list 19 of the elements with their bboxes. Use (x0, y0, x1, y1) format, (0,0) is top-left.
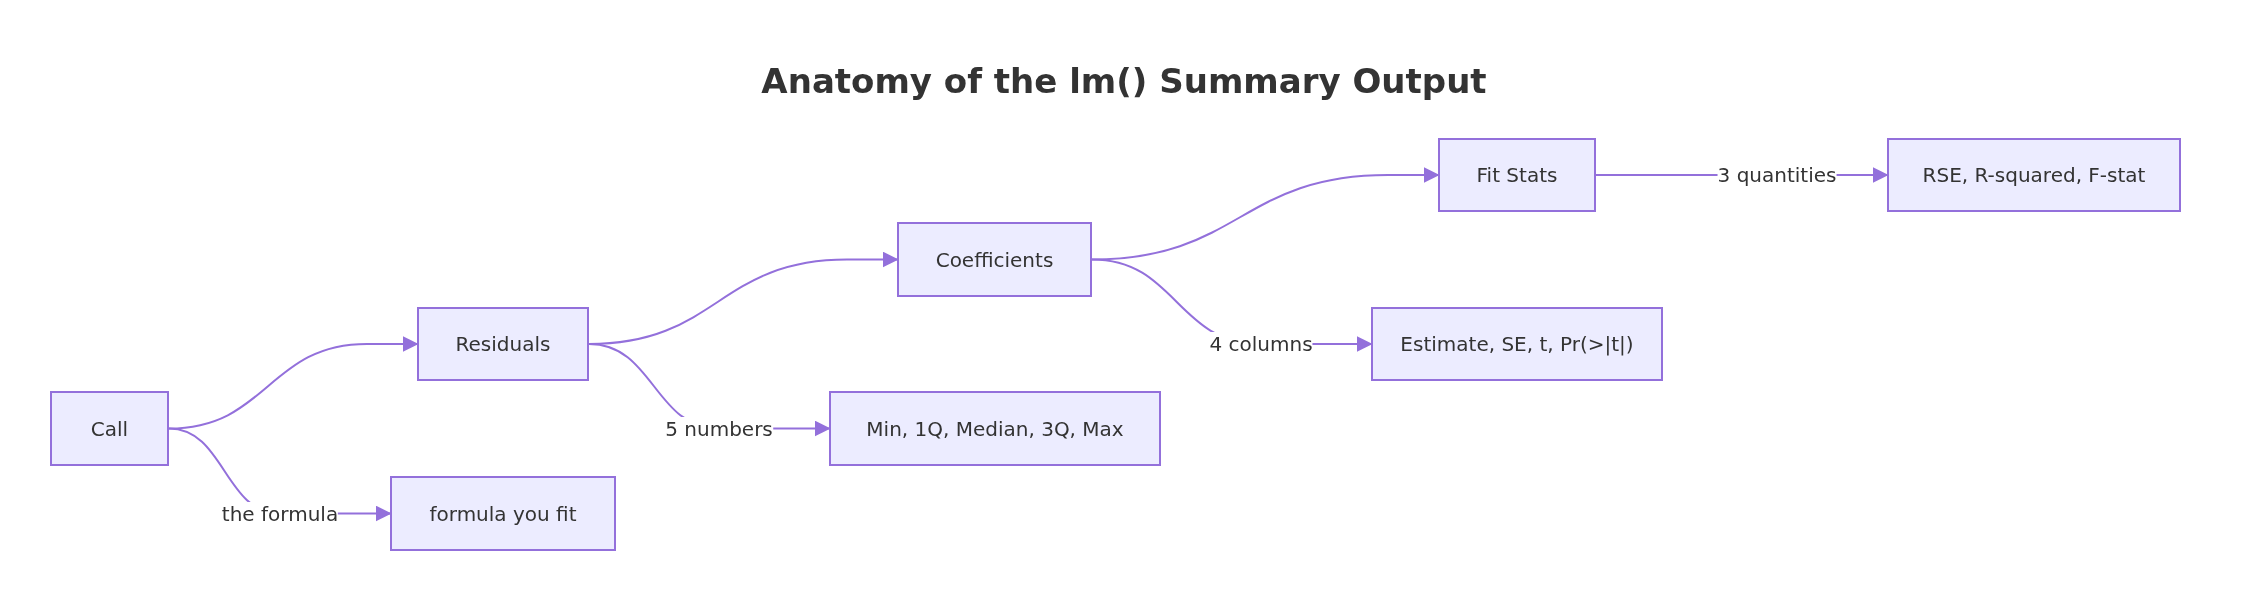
process-box (417, 307, 589, 381)
node-label: Residuals (455, 331, 551, 358)
node-label: Min, 1Q, Median, 3Q, Max (866, 415, 1124, 443)
process-box (1438, 138, 1596, 212)
diagram-title: Anatomy of the lm() Summary Output (761, 60, 1487, 103)
arrow (168, 336, 419, 430)
process-box (897, 222, 1092, 297)
node-label: Coefficients (935, 246, 1054, 274)
node-label: formula you fit (429, 500, 577, 528)
process-box (1887, 138, 2181, 212)
process-box (1371, 307, 1663, 381)
node-label: Estimate, SE, t, Pr(>|t|) (1400, 331, 1634, 358)
process-box (829, 391, 1161, 466)
arrow (1091, 167, 1440, 261)
process-box (390, 476, 616, 551)
node-label: RSE, R-squared, F-stat (1922, 162, 2146, 189)
process-box (50, 391, 169, 466)
node-label: Call (90, 415, 129, 443)
node-label: Fit Stats (1476, 162, 1558, 189)
